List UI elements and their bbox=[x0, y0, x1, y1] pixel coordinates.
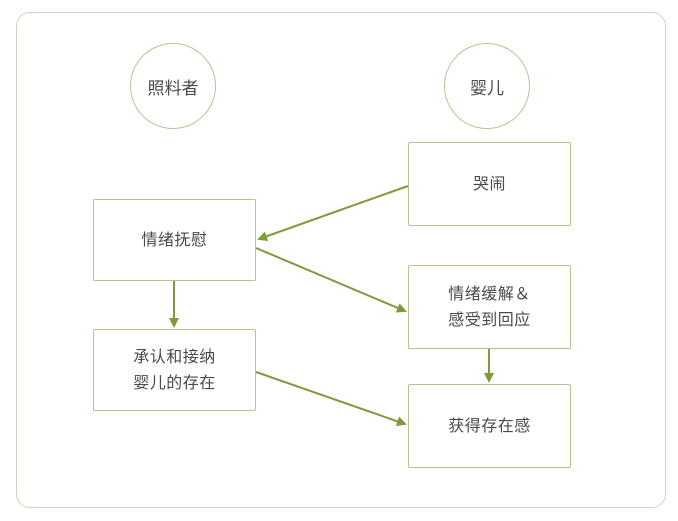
node-cry-label: 哭闹 bbox=[472, 174, 506, 193]
role-circle-caregiver: 照料者 bbox=[130, 43, 216, 129]
node-emotional-relief-label: 情绪缓解＆ 感受到回应 bbox=[448, 284, 531, 329]
node-emotional-soothing: 情绪抚慰 bbox=[93, 199, 256, 281]
node-emotional-soothing-label: 情绪抚慰 bbox=[141, 230, 208, 249]
diagram-frame bbox=[16, 12, 666, 508]
node-acknowledge-accept-label: 承认和接纳 婴儿的存在 bbox=[133, 347, 216, 392]
node-sense-of-presence: 获得存在感 bbox=[408, 384, 571, 468]
node-acknowledge-accept: 承认和接纳 婴儿的存在 bbox=[93, 329, 256, 411]
role-circle-baby: 婴儿 bbox=[444, 43, 530, 129]
role-label-caregiver: 照料者 bbox=[147, 78, 199, 99]
node-emotional-relief: 情绪缓解＆ 感受到回应 bbox=[408, 265, 571, 349]
role-label-baby: 婴儿 bbox=[470, 78, 504, 99]
node-sense-of-presence-label: 获得存在感 bbox=[448, 416, 531, 435]
node-cry: 哭闹 bbox=[408, 142, 571, 226]
